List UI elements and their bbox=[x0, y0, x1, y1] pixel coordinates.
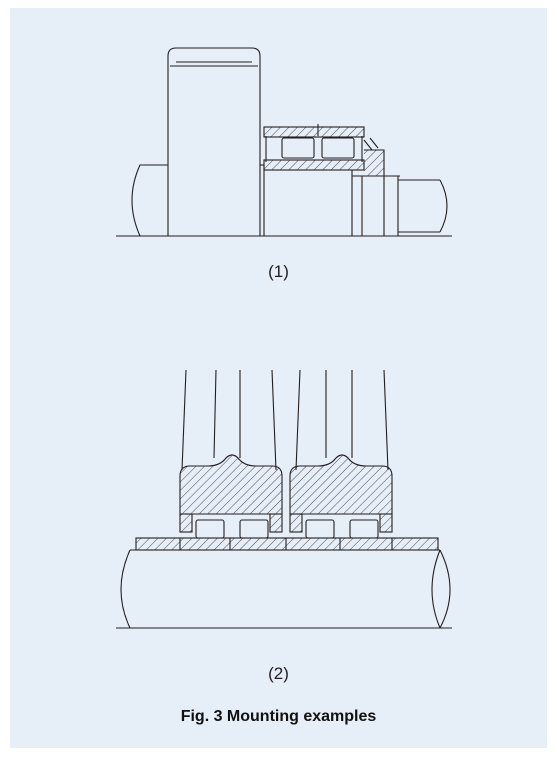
sub-label-2: (2) bbox=[268, 664, 289, 683]
figure-caption: Fig. 3 Mounting examples bbox=[180, 708, 377, 725]
sub-label-1: (1) bbox=[268, 262, 289, 281]
mounting-example-1 bbox=[116, 47, 452, 237]
mounting-example-2 bbox=[116, 369, 452, 629]
